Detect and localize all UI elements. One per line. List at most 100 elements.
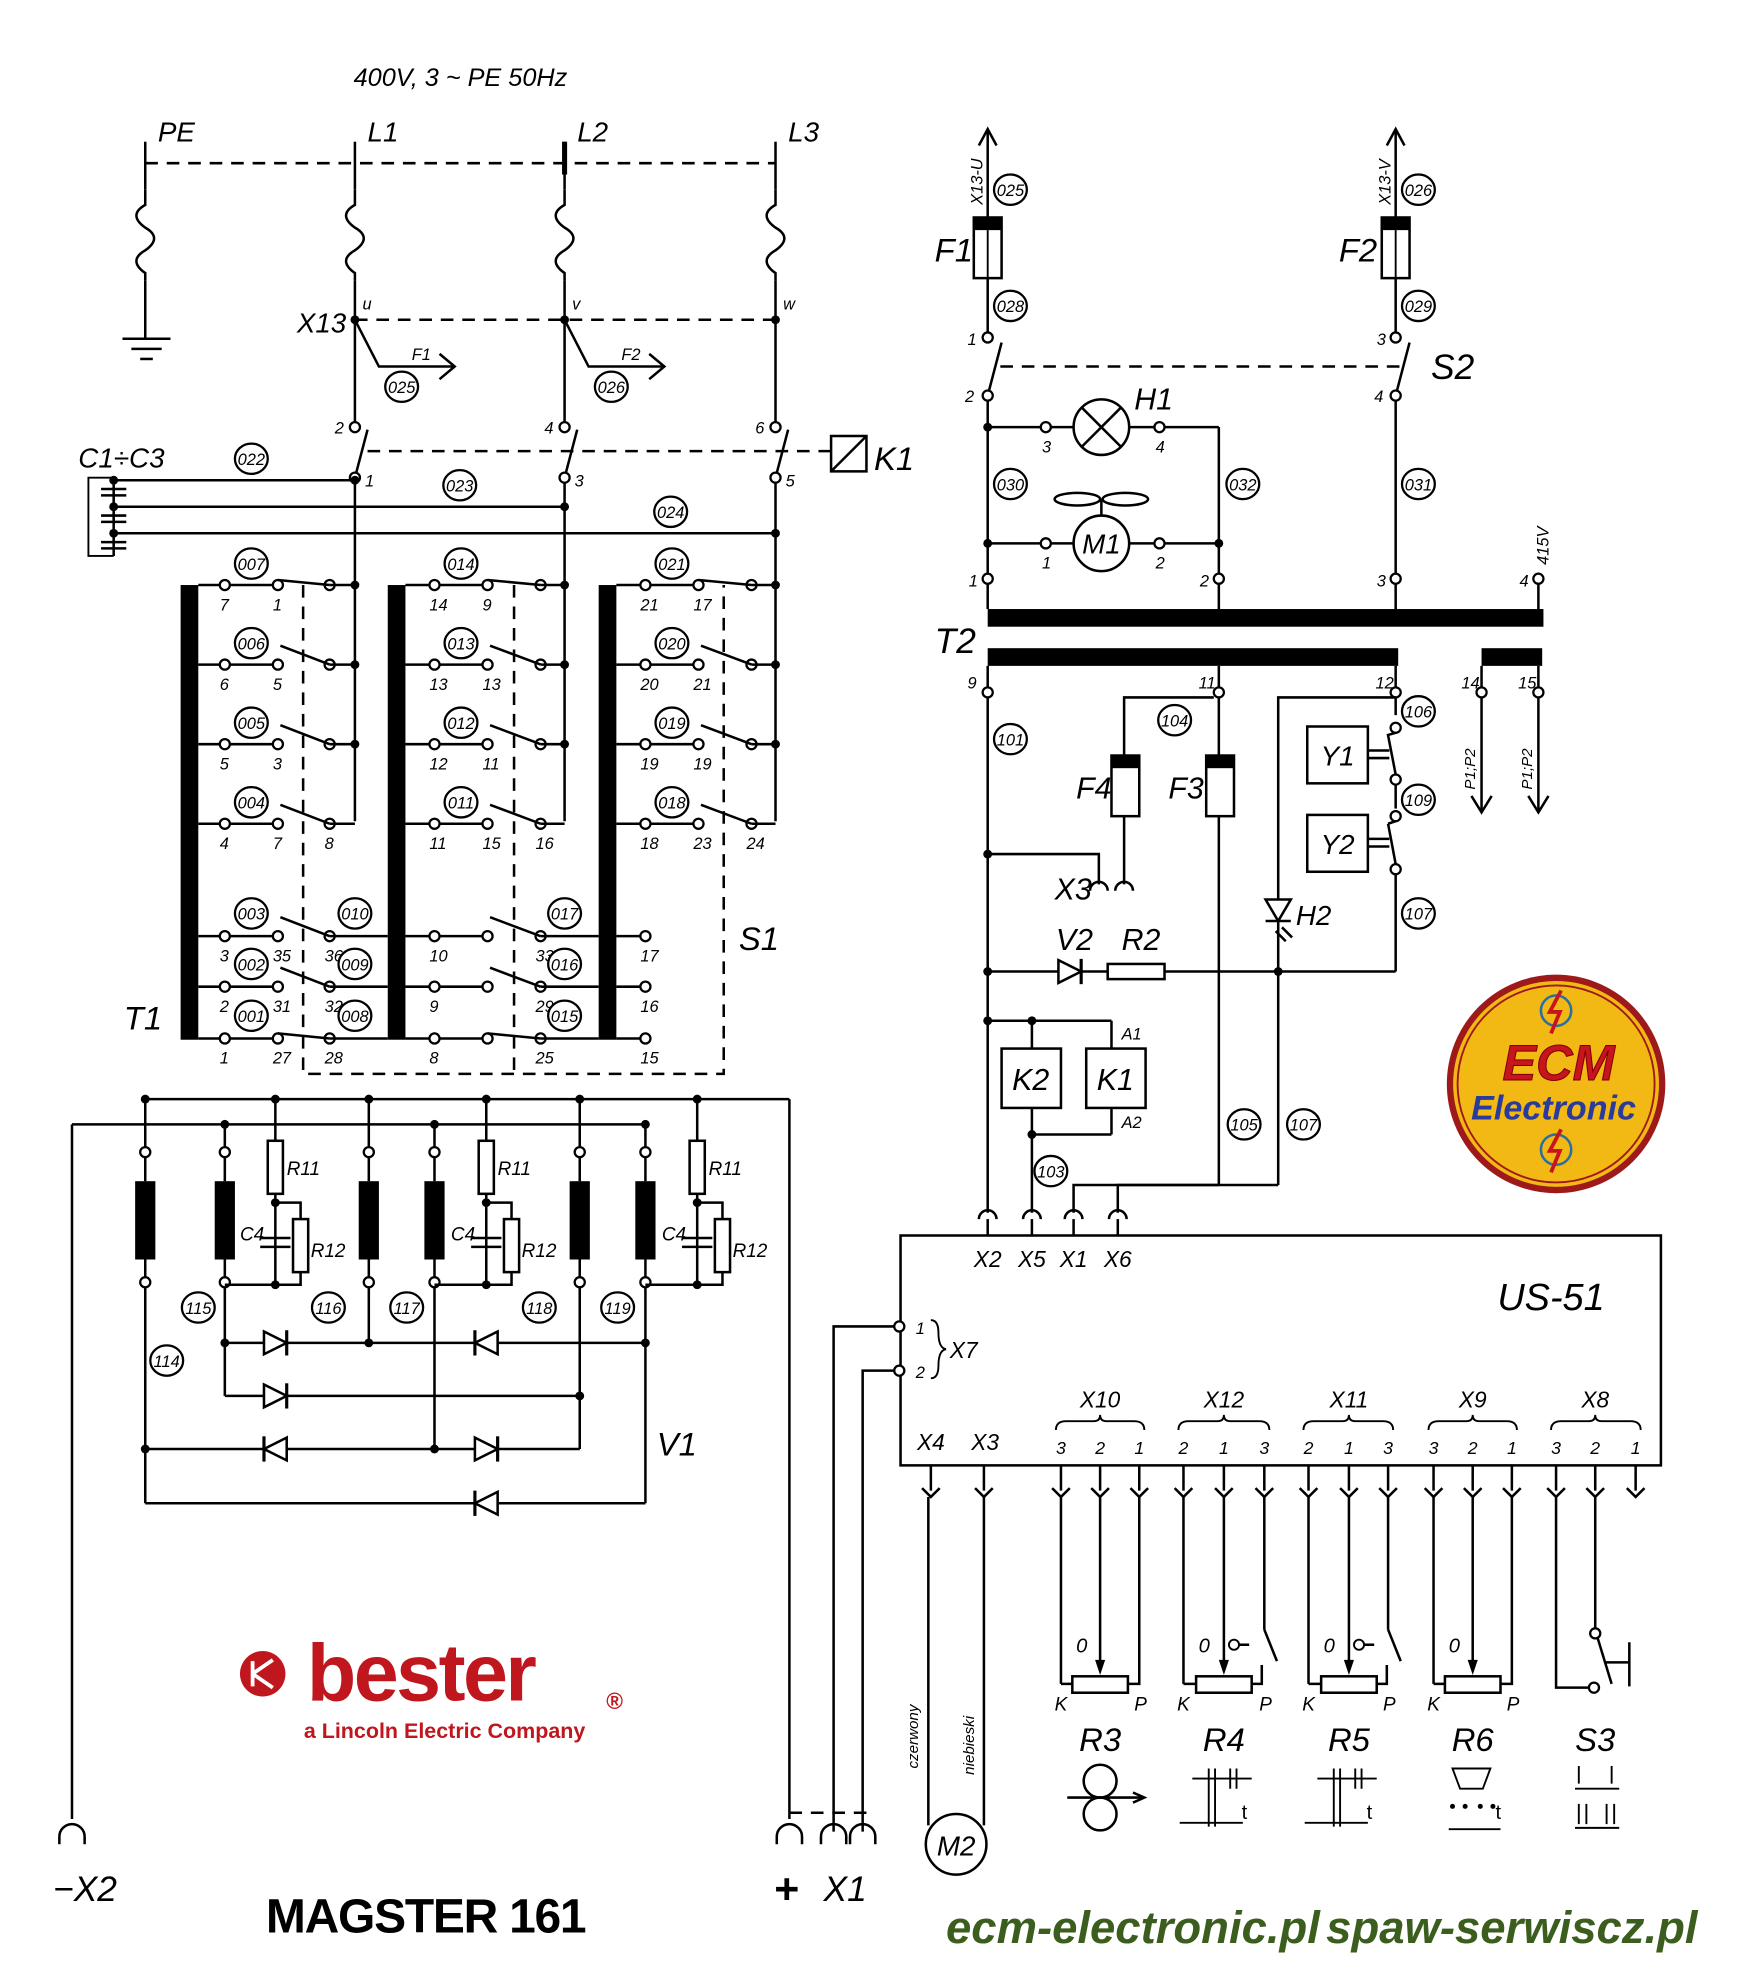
- wire-number: 006: [233, 626, 269, 660]
- t2-primary-pin: 2: [1199, 572, 1209, 590]
- terminal: [218, 817, 232, 830]
- tap-switch-blade: [277, 578, 330, 587]
- wire-number-label: 023: [446, 478, 473, 496]
- pot-zero-label: 0: [1076, 1635, 1088, 1657]
- tap-switch-blade: [700, 724, 752, 746]
- junction-dot: [270, 1280, 280, 1290]
- terminal: [362, 1145, 375, 1159]
- wire-number: 109: [1400, 783, 1436, 817]
- s3-blade: [1596, 1638, 1613, 1685]
- choke-icon: [635, 1181, 656, 1260]
- terminal: [271, 980, 285, 993]
- wire-number-label: 101: [997, 731, 1024, 749]
- r12-label: R12: [733, 1241, 768, 1262]
- us51-group-label: X11: [1329, 1386, 1369, 1412]
- x3-label: X3: [1054, 874, 1092, 907]
- s3-wire: [1554, 1496, 1589, 1689]
- output-socket-icon: [58, 1822, 86, 1845]
- lamp-cross: [1080, 406, 1123, 449]
- fuse-ref-label: F1: [412, 346, 431, 364]
- terminal: [893, 1364, 906, 1377]
- wire-number-label: 116: [315, 1300, 342, 1318]
- junction-dot: [364, 1094, 374, 1104]
- t2-primary-pin: 4: [1519, 572, 1528, 590]
- junction-dot: [983, 538, 993, 548]
- control-fuse-label: F1: [935, 232, 973, 269]
- lightning-icon: [1546, 989, 1563, 1035]
- wire-number-circle: [547, 999, 583, 1033]
- wire-number-circle: [1157, 703, 1193, 737]
- tap-pin-label: 9: [482, 596, 491, 614]
- fuse-tap-wire: [563, 319, 665, 368]
- group-brace: [1054, 1414, 1146, 1431]
- group-brace: [1550, 1414, 1642, 1431]
- tap-pin-label: 1: [220, 1050, 229, 1068]
- us51-connector-label: X6: [1103, 1246, 1132, 1272]
- wire-number: 002: [233, 947, 269, 981]
- terminal: [1389, 809, 1402, 823]
- roller: [1082, 1763, 1118, 1799]
- potentiometer-r6: [1443, 1675, 1502, 1694]
- wire-number: 117: [389, 1291, 425, 1324]
- choke-icon: [358, 1181, 379, 1260]
- pot-zero-label: 0: [1324, 1635, 1336, 1657]
- wire-number-label: 016: [551, 956, 579, 974]
- arrow-up-icon: [977, 126, 998, 147]
- wire-number-circle: [521, 1291, 557, 1324]
- potentiometer-r3: [1071, 1675, 1130, 1694]
- wire-number-label: 032: [1229, 476, 1256, 494]
- line-label-l1: L1: [368, 117, 399, 148]
- us51-group-label: X9: [1458, 1386, 1487, 1412]
- junction-dot: [140, 1094, 150, 1104]
- terminal: [558, 471, 571, 484]
- tap-pin-label: 9: [429, 998, 438, 1016]
- terminal: [893, 1320, 906, 1333]
- arrow-icon: [1132, 1791, 1148, 1804]
- wire-number: 025: [992, 173, 1028, 206]
- wire-number: 019: [654, 706, 690, 740]
- terminal: [428, 658, 441, 671]
- terminal: [481, 929, 494, 943]
- us51-pin-label: 1: [1134, 1438, 1144, 1458]
- connector-socket-icon: [1088, 880, 1109, 891]
- burnback-icon: [1448, 1767, 1501, 1831]
- terminal: [271, 929, 285, 943]
- control-wire-104: [1122, 696, 1214, 756]
- wire-number-circle: [1285, 1108, 1322, 1141]
- contactor-pin: 6: [755, 419, 765, 437]
- tap-switch-blade: [489, 724, 542, 746]
- wiper-arrow-icon: [1218, 1659, 1229, 1676]
- tap-pin-label: 27: [272, 1050, 292, 1068]
- us51-module: [899, 1234, 1663, 1467]
- line-label-l2: L2: [577, 117, 608, 148]
- junction-dot: [640, 1338, 650, 1348]
- terminal: [1389, 773, 1402, 786]
- us51-pin-label: 1: [1507, 1438, 1517, 1458]
- diode-left-icon: [472, 1329, 499, 1357]
- f4-label: F4: [1076, 772, 1111, 805]
- arrow-up-icon: [1385, 126, 1406, 147]
- wire-number-label: 002: [238, 956, 265, 974]
- wire-number-circle: [593, 370, 629, 404]
- junction-dot: [560, 502, 570, 512]
- wire-number-label: 014: [447, 556, 474, 574]
- wire-number-label: 020: [658, 635, 685, 653]
- pot-k-label: K: [1302, 1694, 1316, 1715]
- x3-connector-label: X3: [970, 1429, 999, 1455]
- h2-label: H2: [1296, 900, 1332, 931]
- wire-number-label: 028: [997, 298, 1025, 316]
- wire-number: 105: [1226, 1108, 1262, 1141]
- terminal: [1389, 721, 1402, 734]
- junction-dot: [364, 1338, 374, 1348]
- tap-pin-label: 7: [220, 596, 230, 614]
- device-label-r6: R6: [1452, 1721, 1495, 1758]
- terminal: [639, 1032, 652, 1045]
- tap-pin-label: 13: [429, 676, 447, 694]
- wire-number-label: 026: [598, 379, 626, 397]
- t2-label: T2: [935, 622, 977, 661]
- wire-number: 025: [384, 370, 420, 404]
- terminal: [428, 817, 441, 830]
- model-name: MAGSTER 161: [266, 1891, 586, 1944]
- junction-dot: [560, 739, 570, 749]
- spatter-dot: [1449, 1803, 1456, 1809]
